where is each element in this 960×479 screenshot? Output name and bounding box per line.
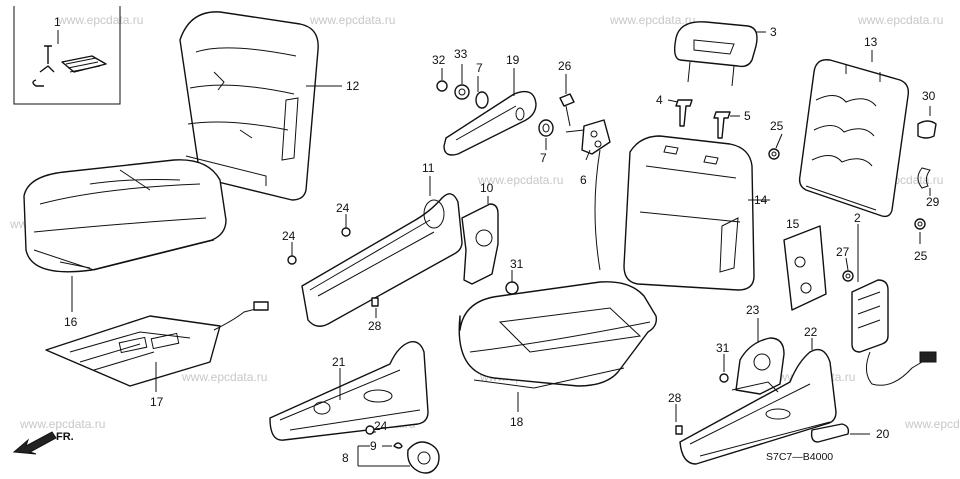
seat-side-trim-21 [269,341,429,441]
callout-26: 26 [558,59,572,73]
callout-31-right: 31 [716,341,730,355]
callout-22: 22 [804,325,818,339]
callout-12: 12 [346,79,360,93]
watermark: www.epcdata.ru [19,417,105,431]
bracket-10 [461,203,519,295]
callout-7-bottom: 7 [540,151,547,165]
callouts: 12 16 17 32 33 7 19 26 7 6 3 4 5 13 14 3… [64,25,940,465]
seat-cushion-cover-left [23,159,227,273]
power-seat-unit [783,225,937,386]
watermark: www.epcdata.ru [477,173,563,187]
callout-24-left: 24 [282,229,296,243]
headrest [673,21,758,87]
callout-25-bottom: 25 [914,249,928,263]
watermark: www.epcdata.ru [904,417,960,431]
callout-21: 21 [332,355,346,369]
callout-17: 17 [150,395,164,409]
callout-31-center: 31 [510,257,524,271]
watermark: www.epcdata.ru [57,13,143,27]
callout-23: 23 [746,303,760,317]
callout-7-top: 7 [476,61,483,75]
callout-15: 15 [786,217,800,231]
callout-28-center: 28 [368,319,382,333]
recliner-23 [731,337,785,395]
recline-knob [365,425,440,474]
seat-back-cover-right [594,135,755,291]
callout-9: 9 [370,439,377,453]
leader-lines [71,31,931,467]
armrest-fasteners [436,80,489,109]
inset-box-part-1: 1 [13,6,121,105]
callout-28-right: 28 [668,391,682,405]
callout-25-top: 25 [770,119,784,133]
armrest [443,90,537,156]
callout-24-lower: 24 [374,419,388,433]
callout-30: 30 [922,89,936,103]
callout-5: 5 [744,109,751,123]
seat-heater-mat [45,301,269,387]
callout-4: 4 [656,93,663,107]
armrest-bracket [538,93,611,155]
headrest-guides [675,99,731,139]
front-label: FR. [56,431,74,443]
watermark: www.epcdata.ru [609,13,695,27]
callout-10: 10 [480,181,494,195]
watermark: www.epcdata.ru [181,370,267,384]
callout-inset-1: 1 [54,15,61,29]
callout-13: 13 [864,35,878,49]
callout-3: 3 [770,25,777,39]
seat-side-trim-22 [679,348,837,465]
trim-20 [810,423,850,443]
callout-29: 29 [926,195,940,209]
watermark: www.epcdata.ru [309,13,395,27]
seat-back-frame [798,59,910,218]
callout-19: 19 [506,53,520,67]
callout-32: 32 [432,53,446,67]
callout-20: 20 [876,427,890,441]
front-arrow-icon: FR. [12,431,74,455]
callout-14: 14 [754,193,768,207]
watermark: www.epcdata.ru [857,13,943,27]
callout-33: 33 [454,47,468,61]
callout-11: 11 [422,161,435,175]
callout-6: 6 [580,173,587,187]
callout-16: 16 [64,315,78,329]
callout-2: 2 [854,211,861,225]
callout-24-upper: 24 [336,201,350,215]
callout-18: 18 [510,415,524,429]
diagram-code: S7C7—B4000 [766,451,833,463]
seat-cushion-cover-center [458,281,658,389]
callout-8: 8 [342,451,349,465]
seat-side-trim-11 [301,193,463,327]
callout-27: 27 [836,245,850,259]
frame-hardware [768,120,937,282]
